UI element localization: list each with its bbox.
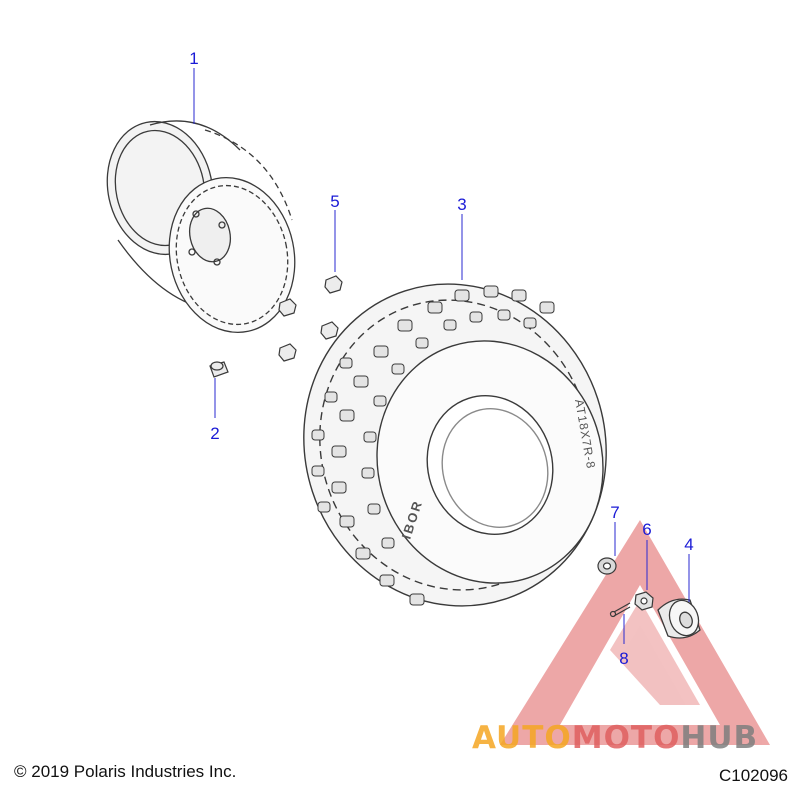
callout-6: 6 [642, 520, 651, 539]
callout-7: 7 [610, 503, 619, 522]
castle-nut [634, 591, 654, 611]
watermark-logo [500, 520, 770, 745]
watermark-moto: MOTO [572, 720, 681, 756]
cotter-pin [609, 602, 631, 618]
leader-lines [193, 68, 690, 644]
callout-1: 1 [189, 49, 198, 68]
hub-cap [657, 598, 701, 639]
copyright-notice: © 2019 Polaris Industries Inc. [14, 762, 237, 781]
watermark-hub: HUB [680, 720, 758, 756]
callout-2: 2 [210, 424, 219, 443]
tire [303, 283, 607, 607]
washer [597, 557, 617, 575]
lug-nuts [278, 275, 343, 362]
figure-id: C102096 [718, 766, 788, 785]
watermark-text: AUTOMOTOHUB [472, 720, 758, 756]
callout-3: 3 [457, 195, 466, 214]
watermark-auto: AUTO [472, 720, 572, 756]
callout-8: 8 [619, 649, 628, 668]
valve-stem [209, 361, 229, 378]
callout-4: 4 [684, 535, 693, 554]
wheel-rim [106, 120, 296, 334]
callout-5: 5 [330, 192, 339, 211]
